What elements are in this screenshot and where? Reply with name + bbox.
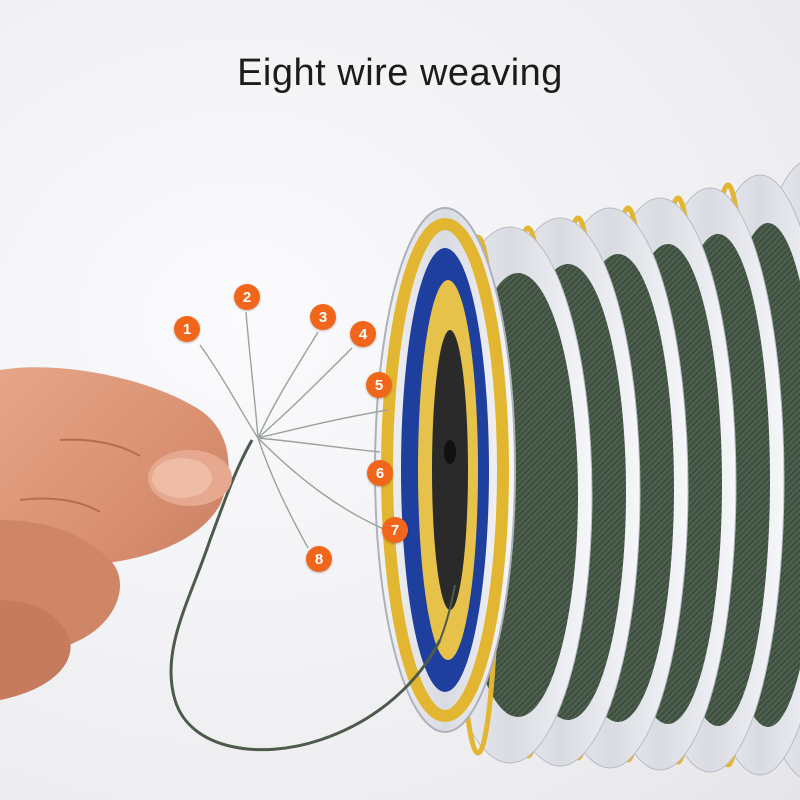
page-title: Eight wire weaving (237, 52, 563, 94)
strand-badge-2: 2 (234, 284, 260, 310)
strand-badge-7: 7 (382, 517, 408, 543)
strand-badge-1: 1 (174, 316, 200, 342)
spool-stack (374, 162, 800, 778)
strand-badge-8: 8 (306, 546, 332, 572)
strand-badge-5: 5 (366, 372, 392, 398)
strand-badge-3: 3 (310, 304, 336, 330)
fishing-line-loop (169, 439, 442, 752)
hand (0, 367, 232, 700)
strand-fan (199, 311, 389, 549)
strand-badge-6: 6 (367, 460, 393, 486)
strand-badge-4: 4 (350, 321, 376, 347)
